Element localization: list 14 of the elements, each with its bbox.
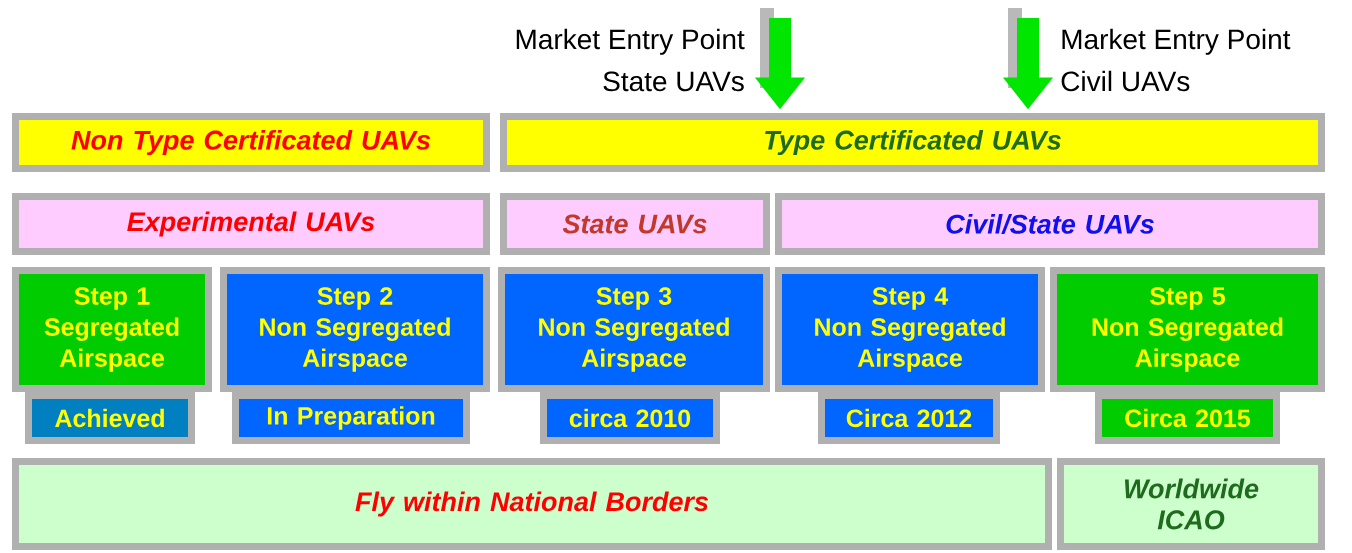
entry-point-label: Market Entry Point State UAVs [516, 28, 745, 92]
status-tag: circa 2010 [540, 392, 720, 444]
step-box: Step 1 Segregated Airspace [12, 267, 212, 392]
category-band: Experimental UAVs [12, 193, 490, 255]
scope-box: Worldwide ICAO [1057, 458, 1325, 550]
status-tag: Circa 2015 [1095, 392, 1280, 444]
category-band: State UAVs [500, 193, 770, 255]
status-tag: Achieved [25, 392, 195, 444]
scope-box: Fly within National Borders [12, 458, 1052, 550]
status-tag: Circa 2012 [818, 392, 1000, 444]
category-band: Type Certificated UAVs [500, 113, 1325, 172]
category-band: Civil/State UAVs [775, 193, 1325, 255]
status-tag: In Preparation [232, 392, 470, 444]
category-band: Non Type Certificated UAVs [12, 113, 490, 172]
